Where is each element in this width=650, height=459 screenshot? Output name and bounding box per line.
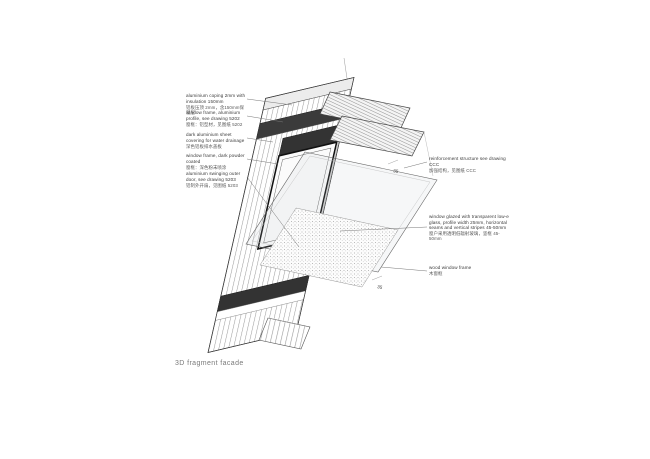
leader-line [246, 115, 284, 123]
leader-line [246, 158, 279, 165]
leader-line [246, 137, 274, 143]
drawing-caption: 3D fragment facade [175, 360, 244, 367]
annotation-text-zh: 窗框：深色粉末喷涂 [186, 164, 227, 170]
annotation-right-2: window glazed with transparent low-e gla… [429, 214, 509, 242]
annotation-text-zh: 深色铝板排水盖板 [186, 143, 222, 149]
annotation-text-zh: 铝制外开扇，见图纸 5203 [186, 182, 238, 188]
dimension-label: 35 [393, 168, 399, 174]
annotation-text-en: reinforcement structure see drawing CCC [429, 156, 506, 167]
annotation-text-en: window glazed with transparent low-e gla… [429, 214, 509, 230]
annotation-text-en: window frame, dark powder coated [186, 153, 245, 164]
deck-connector-line [423, 131, 434, 177]
annotation-text-zh: 窗框：铝型材，见图纸 5202 [186, 121, 243, 127]
annotation-left-2: window frame, aluminium profile, see dra… [186, 110, 246, 127]
annotation-text-zh: 窗户采用透明低辐射玻璃，竖框 45-50mm [429, 231, 500, 242]
annotation-right-1: reinforcement structure see drawing CCC … [429, 156, 509, 173]
annotation-text-en: aluminium coping 2mm with insulation 150… [186, 93, 246, 104]
facade-panel [207, 76, 355, 353]
dimension-tick [371, 275, 383, 281]
annotation-text-en: dark aluminium sheet covering for water … [186, 132, 245, 143]
insulation-panel [259, 207, 399, 288]
annotation-text-en: window frame, aluminium profile, see dra… [186, 110, 241, 121]
annotation-left-5: aluminium swinging outer door, see drawi… [186, 171, 246, 188]
dimension-label: 35 [377, 284, 383, 290]
bottom-panel-piece [258, 317, 311, 350]
annotation-left-1: aluminium coping 2mm with insulation 150… [186, 93, 246, 115]
dimension-tick [387, 159, 399, 165]
leader-line [403, 161, 428, 169]
annotation-left-3: dark aluminium sheet covering for water … [186, 132, 246, 149]
leader-line [246, 98, 293, 106]
annotation-text-zh: 加强结构，见图纸 CCC [429, 167, 477, 173]
roof-deck-lower [329, 115, 425, 157]
leader-line [339, 226, 428, 232]
annotation-right-3: wood window frame 木窗框 [429, 265, 509, 276]
annotation-text-zh: 铝板压顶 2mm，含150mm保温层 [186, 104, 244, 115]
annotation-text-en: aluminium swinging outer door, see drawi… [186, 171, 241, 182]
annotation-text-en: wood window frame [429, 265, 472, 270]
panel-outline [207, 76, 355, 353]
annotation-text-zh: 木窗框 [429, 271, 443, 276]
annotation-left-4: window frame, dark powder coated 窗框：深色粉末… [186, 153, 246, 170]
leader-line [246, 176, 300, 248]
leader-line [380, 266, 428, 272]
